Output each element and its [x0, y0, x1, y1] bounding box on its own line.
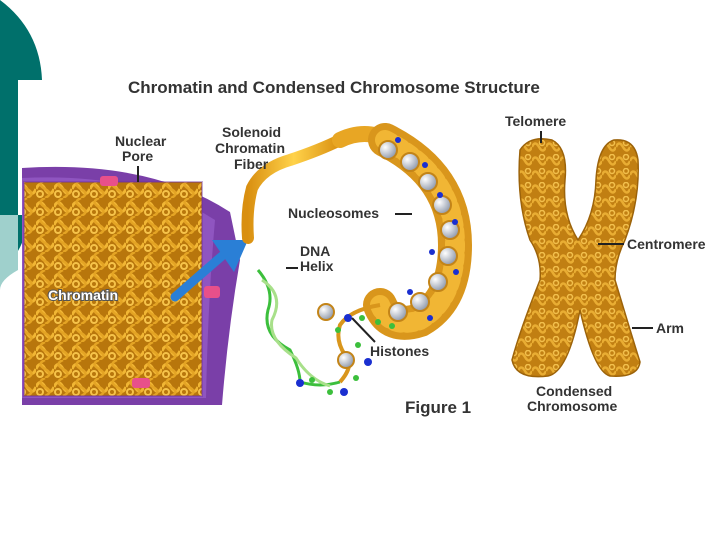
label-dna-helix: DNA Helix: [286, 243, 334, 274]
label-solenoid-line3: Fiber: [234, 156, 269, 172]
figure-caption: Figure 1: [405, 398, 471, 417]
label-centromere-text: Centromere: [627, 236, 706, 252]
label-condensed-line1: Condensed: [536, 383, 612, 399]
condensed-chromosome: [512, 139, 640, 377]
label-arm-text: Arm: [656, 320, 684, 336]
label-nuclear-pore-line1: Nuclear: [115, 133, 167, 149]
nucleus-section: [22, 167, 240, 405]
nucleosome-coil: [379, 137, 459, 323]
label-solenoid-line1: Solenoid: [222, 124, 281, 140]
label-nucleosomes-text: Nucleosomes: [288, 205, 379, 221]
label-nucleosomes: Nucleosomes: [288, 205, 412, 221]
label-arm: Arm: [632, 320, 684, 336]
label-dna-line2: Helix: [300, 258, 334, 274]
label-condensed-line2: Chromosome: [527, 398, 617, 414]
label-condensed-chromosome: Condensed Chromosome: [527, 383, 617, 414]
dna-helix: [258, 270, 395, 396]
label-telomere-text: Telomere: [505, 113, 566, 129]
label-histones-text: Histones: [370, 343, 429, 359]
label-telomere: Telomere: [505, 113, 566, 143]
label-nuclear-pore-line2: Pore: [122, 148, 153, 164]
label-chromatin: Chromatin: [48, 287, 118, 303]
diagram-title: Chromatin and Condensed Chromosome Struc…: [128, 78, 540, 97]
label-dna-line1: DNA: [300, 243, 330, 259]
label-solenoid-line2: Chromatin: [215, 140, 285, 156]
